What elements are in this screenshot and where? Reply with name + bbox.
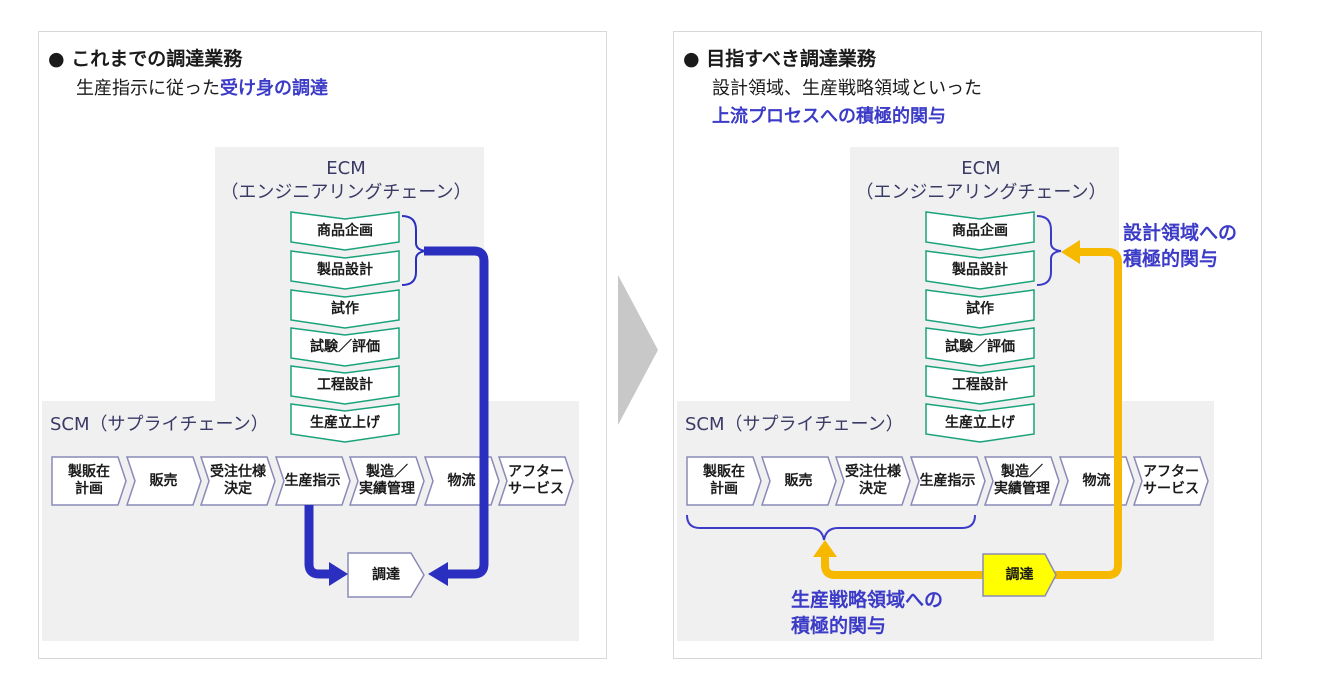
- scm-step: 受注仕様決定: [834, 456, 911, 506]
- scm-step: 製販在計画: [51, 456, 127, 506]
- procurement-box-active: 調達: [982, 553, 1057, 597]
- ecm-step: 生産立上げ: [290, 403, 400, 443]
- right-subheading-emphasis: 上流プロセスへの積極的関与: [712, 106, 946, 127]
- ecm-step: 商品企画: [925, 211, 1035, 251]
- ecm-step: 製品設計: [290, 250, 400, 290]
- scm-step: 生産指示: [909, 456, 986, 506]
- scm-step: アフターサービス: [1132, 456, 1209, 506]
- bullet-icon: ●: [683, 48, 700, 70]
- design-involvement-label: 設計領域への 積極的関与: [1123, 222, 1238, 270]
- yellow-arrowhead-ecm: [1061, 240, 1080, 264]
- blue-arrow-order: [304, 505, 331, 579]
- ecm-step: 商品企画: [290, 211, 400, 251]
- blue-arrowhead-ecm: [428, 562, 448, 586]
- left-heading: ● これまでの調達業務: [48, 48, 243, 70]
- scm-step: 製造／実績管理: [348, 456, 425, 506]
- ecm-title: ECM （エンジニアリングチェーン）: [220, 158, 472, 203]
- scm-title: SCM（サプライチェーン）: [685, 414, 904, 435]
- ecm-step: 試作: [925, 289, 1035, 329]
- scm-step: 製販在計画: [686, 456, 762, 506]
- yellow-arrow-ecm: [1054, 248, 1122, 579]
- yellow-arrowhead-scm: [813, 540, 837, 557]
- left-subheading: 生産指示に従った受け身の調達: [76, 78, 328, 99]
- scm-region: [677, 401, 1214, 641]
- scm-step: 販売: [760, 456, 837, 506]
- scm-step: 販売: [125, 456, 202, 506]
- ecm-step: 工程設計: [925, 365, 1035, 405]
- scm-step: アフターサービス: [497, 456, 574, 506]
- ecm-bracket: [1036, 215, 1062, 286]
- transition-arrow: [618, 275, 658, 425]
- procurement-box: 調達: [347, 552, 425, 598]
- scm-bracket: [686, 514, 976, 541]
- bullet-icon: ●: [48, 48, 65, 70]
- blue-arrowhead-order: [329, 562, 348, 586]
- ecm-step: 試作: [290, 289, 400, 329]
- ecm-step: 試験／評価: [925, 327, 1035, 367]
- right-heading: ● 目指すべき調達業務: [683, 48, 876, 70]
- scm-step: 生産指示: [274, 456, 351, 506]
- ecm-step: 試験／評価: [290, 327, 400, 367]
- right-subheading: 設計領域、生産戦略領域といった: [712, 78, 982, 99]
- ecm-title: ECM （エンジニアリングチェーン）: [855, 158, 1107, 203]
- ecm-step: 工程設計: [290, 365, 400, 405]
- scm-step: 受注仕様決定: [199, 456, 276, 506]
- ecm-step: 製品設計: [925, 250, 1035, 290]
- ecm-step: 生産立上げ: [925, 403, 1035, 443]
- blue-arrow-ecm: [424, 246, 489, 579]
- scm-title: SCM（サプライチェーン）: [50, 414, 269, 435]
- yellow-arrow-scm: [821, 556, 983, 579]
- scm-step: 製造／実績管理: [983, 456, 1060, 506]
- strategy-involvement-label: 生産戦略領域への 積極的関与: [791, 589, 944, 637]
